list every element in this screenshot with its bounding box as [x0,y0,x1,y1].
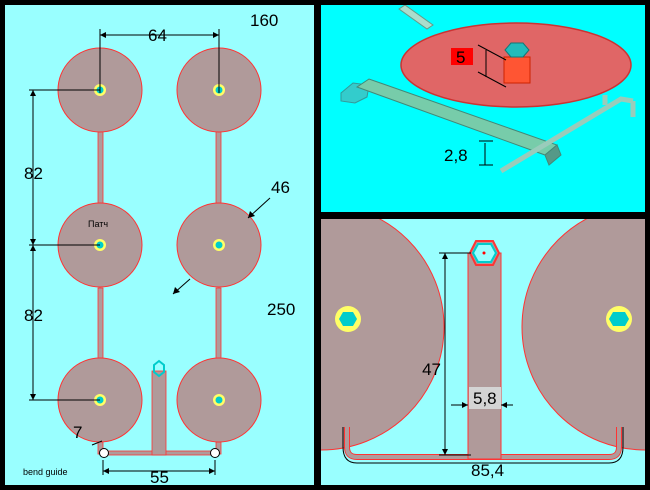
dim-height: 250 [267,300,295,319]
top-view-drawing: 160 64 82 82 46 250 7 55 Патч bend guide [23,11,295,485]
bend-pipe [499,96,634,174]
feed-line [215,128,222,206]
dimension-lines [342,252,624,464]
center-strip [467,252,502,460]
feed-line [215,287,222,361]
dim-post-height: 5 [456,48,465,67]
dim-bend-span: 85,4 [471,461,504,480]
center-strip [151,370,167,456]
red-tag [451,48,473,65]
isometric-view-panel: 5 2,8 [321,5,645,212]
patch-bottom-right [176,357,262,443]
feed-pipe [398,5,434,30]
detail-drawing: 47 5,8 85,4 [321,219,645,480]
dim-center-spacing: 64 [148,26,167,45]
hex-post [153,359,165,378]
patch-left [321,219,445,451]
hex-feed-left [339,312,357,326]
patch-right [521,219,645,451]
dim-vertical-lower: 82 [24,306,43,325]
dim-strip-width: 5,8 [473,389,497,408]
bend-guide-marker [99,448,109,458]
dimension-lines [477,44,507,88]
top-view-panel: 160 64 82 82 46 250 7 55 Патч bend guide [5,5,314,485]
feed-post [503,56,531,84]
patch-middle-right [176,202,262,288]
dimension-arrows [30,32,255,474]
dimension-lines [29,29,271,475]
dimension-lines [479,140,493,166]
dim-strip-length: 47 [422,360,441,379]
feed-line [97,287,104,361]
detail-view-panel: 47 5,8 85,4 [321,219,645,485]
dimension-arrows [442,253,507,455]
isometric-drawing: 5 2,8 [340,5,636,174]
hex-feed-right [609,312,629,326]
dim-top-width: 160 [250,11,278,30]
dim-offset: 7 [73,423,82,442]
dim-diameter: 46 [271,178,290,197]
feed-line [97,128,104,206]
dim-vertical-upper: 82 [24,164,43,183]
patch-label: Патч [88,219,108,229]
dim-strip-thickness: 2,8 [444,146,468,165]
bend-guide-label: bend guide [23,467,68,477]
dim-bottom-spacing: 55 [150,468,169,485]
bend-guide-marker [210,448,220,458]
hex-top [504,42,530,58]
